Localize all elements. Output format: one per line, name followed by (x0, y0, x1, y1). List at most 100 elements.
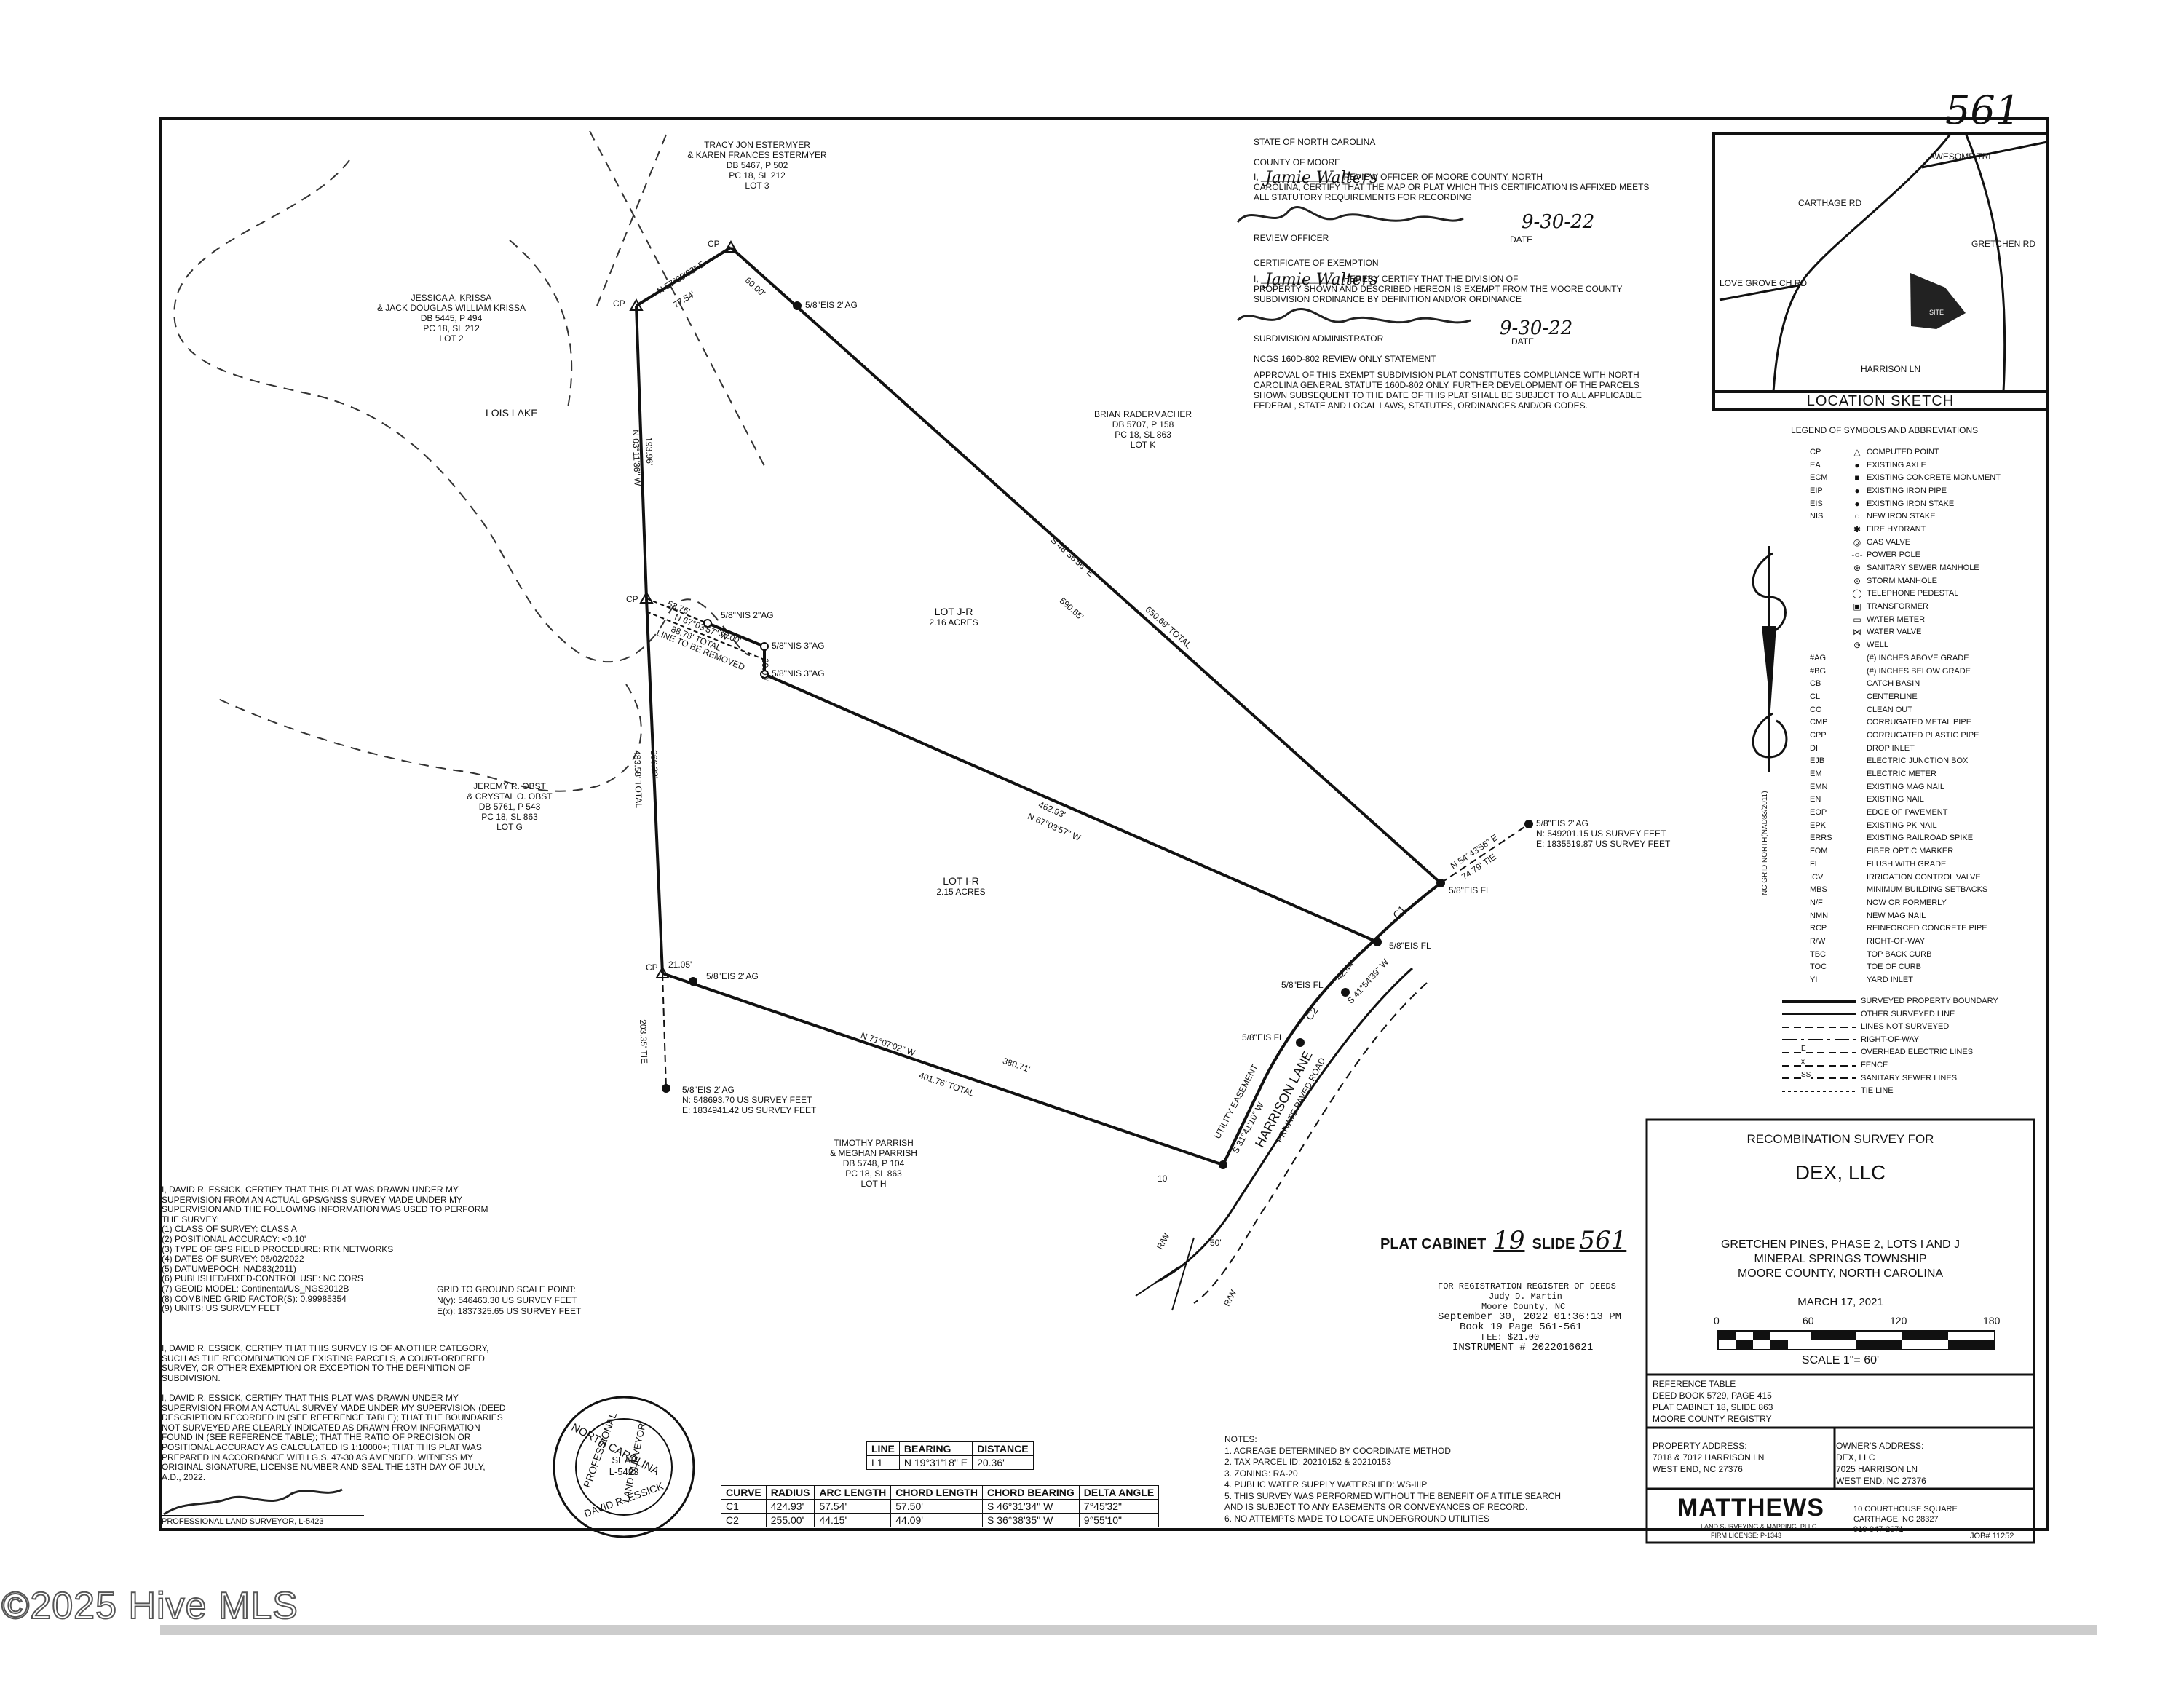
legend-abbrev: NMN (1810, 911, 1829, 920)
legend-abbrev: EA (1810, 460, 1821, 470)
legend-description: EXISTING IRON STAKE (1867, 499, 1955, 508)
sub-admin-name: Jamie Walters (1265, 271, 1378, 289)
legend-abbrev: EIS (1810, 499, 1823, 508)
eisfl-label-2: 5/8"EIS FL (1389, 941, 1431, 951)
legend-row: CP △ COMPUTED POINT (1810, 446, 2050, 459)
setback-10: 10' (1158, 1174, 1169, 1184)
notes-block: NOTES: 1. ACREAGE DETERMINED BY COORDINA… (1224, 1434, 1562, 1524)
legend-description: REINFORCED CONCRETE PIPE (1867, 924, 1987, 933)
job-number: JOB# 11252 (1970, 1532, 2014, 1540)
legend-description: EXISTING MAG NAIL (1867, 782, 1944, 791)
legend-line-label: SURVEYED PROPERTY BOUNDARY (1861, 997, 1998, 1005)
legend-description: CATCH BASIN (1867, 679, 1920, 689)
cp-label-left: CP (613, 298, 625, 309)
legend-description: TOP BACK CURB (1867, 949, 1932, 959)
legend-row: DI DROP INLET (1810, 742, 2050, 755)
legend-abbrev: #AG (1810, 653, 1827, 662)
lois-lake-outline (173, 159, 751, 663)
north-arrow-label: NC GRID NORTH(NAD83/2011) (1761, 791, 1769, 895)
legend-abbrev: CP (1810, 447, 1821, 456)
legend-symbol: ■ (1854, 472, 1860, 483)
legend-row: #BG(#) INCHES BELOW GRADE (1810, 665, 2050, 678)
nis-label-1: 5/8"NIS 2"AG (721, 610, 774, 620)
legend-line-mark: E (1801, 1045, 1806, 1053)
surveyor-signature-caption: PROFESSIONAL LAND SURVEYOR, L-5423 (162, 1517, 324, 1526)
legend-symbol: -○- (1851, 550, 1863, 561)
firm-license: FIRM LICENSE: P-1343 (1711, 1532, 1782, 1539)
review-date: 9-30-22 (1522, 211, 1595, 233)
legend-line-label: FENCE (1861, 1060, 1888, 1069)
legend-abbrev: DI (1810, 743, 1818, 753)
legend-description: CLEAN OUT (1867, 705, 1912, 714)
company-logo: MATTHEWS (1677, 1494, 1824, 1522)
page-number: 561 (1945, 87, 2021, 133)
legend-symbol: ▭ (1853, 614, 1861, 625)
nis-label-2: 5/8"NIS 3"AG (772, 641, 825, 651)
legend-symbol: ○ (1854, 511, 1860, 522)
sketch-road-awesome: AWESOME TRL (1929, 151, 1994, 162)
review-certification: STATE OF NORTH CAROLINA COUNTY OF MOORE … (1254, 137, 1650, 202)
location-sketch-title: LOCATION SKETCH (1806, 393, 1955, 409)
grid-to-ground-point: GRID TO GROUND SCALE POINT:N(y): 546463.… (437, 1284, 582, 1316)
legend-description: FIRE HYDRANT (1867, 524, 1926, 534)
legend-symbol: △ (1853, 446, 1861, 457)
legend-abbrev: EPK (1810, 820, 1827, 830)
legend-abbrev: ECM (1810, 473, 1828, 483)
legend-abbrev: EN (1810, 795, 1821, 804)
legend-description: TRANSFORMER (1867, 602, 1928, 612)
legend-line-label: SANITARY SEWER LINES (1861, 1073, 1958, 1083)
legend-line-label: OVERHEAD ELECTRIC LINES (1861, 1048, 1974, 1057)
row-width-50: 50' (1210, 1238, 1222, 1248)
sketch-site-label: SITE (1929, 309, 1944, 316)
legend-symbol: ● (1854, 498, 1860, 509)
monument-markers (662, 301, 1533, 1169)
scale-tick-120: 120 (1890, 1315, 1907, 1326)
legend-description: DROP INLET (1867, 743, 1915, 753)
survey-date: MARCH 17, 2021 (1797, 1296, 1883, 1308)
legend-row: EM ELECTRIC METER (1810, 767, 2050, 780)
legend-description: FLUSH WITH GRADE (1867, 859, 1947, 869)
surveyor-signature (163, 1488, 343, 1516)
lake-outline-lower (218, 684, 642, 792)
legend-abbrev: EMN (1810, 782, 1828, 791)
legend-abbrev: NIS (1810, 512, 1824, 521)
legend-description: COMPUTED POINT (1867, 447, 1939, 456)
legend-line-label: LINES NOT SURVEYED (1861, 1022, 1950, 1032)
legend-abbrev: EM (1810, 770, 1822, 779)
legend-description: ELECTRIC JUNCTION BOX (1867, 756, 1969, 766)
legend-description: STORM MANHOLE (1867, 576, 1937, 585)
legend-description: ELECTRIC METER (1867, 770, 1936, 779)
legend-abbrev: N/F (1810, 898, 1823, 907)
sub-admin-signature (1236, 308, 1471, 324)
legend-description: (#) INCHES ABOVE GRADE (1867, 653, 1969, 662)
company-subtitle: LAND SURVEYING & MAPPING, PLLC (1701, 1523, 1817, 1530)
legend-symbol: ⊛ (1853, 563, 1861, 574)
legend-abbrev: CPP (1810, 730, 1827, 740)
legend-symbol: ✱ (1853, 523, 1861, 534)
legend-symbol: ◎ (1853, 537, 1861, 547)
legend-description: EDGE OF PAVEMENT (1867, 808, 1948, 818)
legend-row: ▣TRANSFORMER (1810, 600, 2050, 613)
legend-row: #AG (#) INCHES ABOVE GRADE (1810, 652, 2050, 665)
legend-abbrev: R/W (1810, 936, 1826, 946)
legend-row: -○-POWER POLE (1810, 549, 2050, 562)
